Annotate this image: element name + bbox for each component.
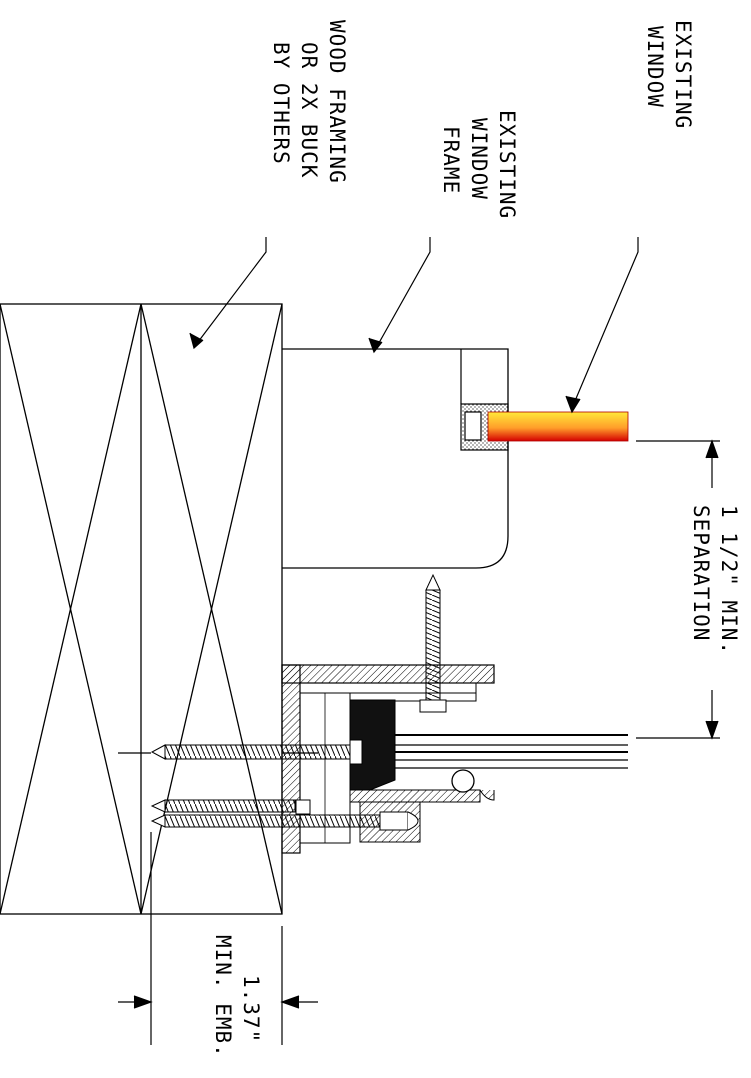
label-embedment-line1: 1.37" xyxy=(239,975,263,1043)
label-separation: 1 1/2" MIN. SEPARATION xyxy=(689,505,741,655)
label-existing-window-line1: EXISTING xyxy=(671,20,695,129)
screws xyxy=(150,573,447,831)
existing-window-frame xyxy=(282,348,509,569)
label-wood-line2: OR 2X BUCK xyxy=(297,42,321,178)
label-separation-line2: SEPARATION xyxy=(689,505,713,641)
label-frame-line1: EXISTING xyxy=(495,110,519,219)
label-existing-window-frame: EXISTING WINDOW FRAME xyxy=(439,110,519,219)
label-frame-line3: FRAME xyxy=(439,126,463,194)
separation-dimension xyxy=(636,439,720,740)
label-existing-window: EXISTING WINDOW xyxy=(643,20,695,129)
label-wood-line3: BY OTHERS xyxy=(269,42,293,165)
wood-framing-block xyxy=(0,303,283,915)
label-embedment: 1.37" MIN. EMB. xyxy=(211,935,263,1058)
embedment-dimension xyxy=(118,752,318,1045)
existing-window-glass xyxy=(487,411,629,442)
label-embedment-line2: MIN. EMB. xyxy=(211,935,235,1058)
leader-lines xyxy=(189,237,639,414)
label-wood-framing: WOOD FRAMING OR 2X BUCK BY OTHERS xyxy=(269,20,349,184)
label-frame-line2: WINDOW xyxy=(467,118,491,200)
label-separation-line1: 1 1/2" MIN. xyxy=(717,505,741,655)
label-existing-window-line2: WINDOW xyxy=(643,26,667,108)
label-wood-line1: WOOD FRAMING xyxy=(325,20,349,184)
